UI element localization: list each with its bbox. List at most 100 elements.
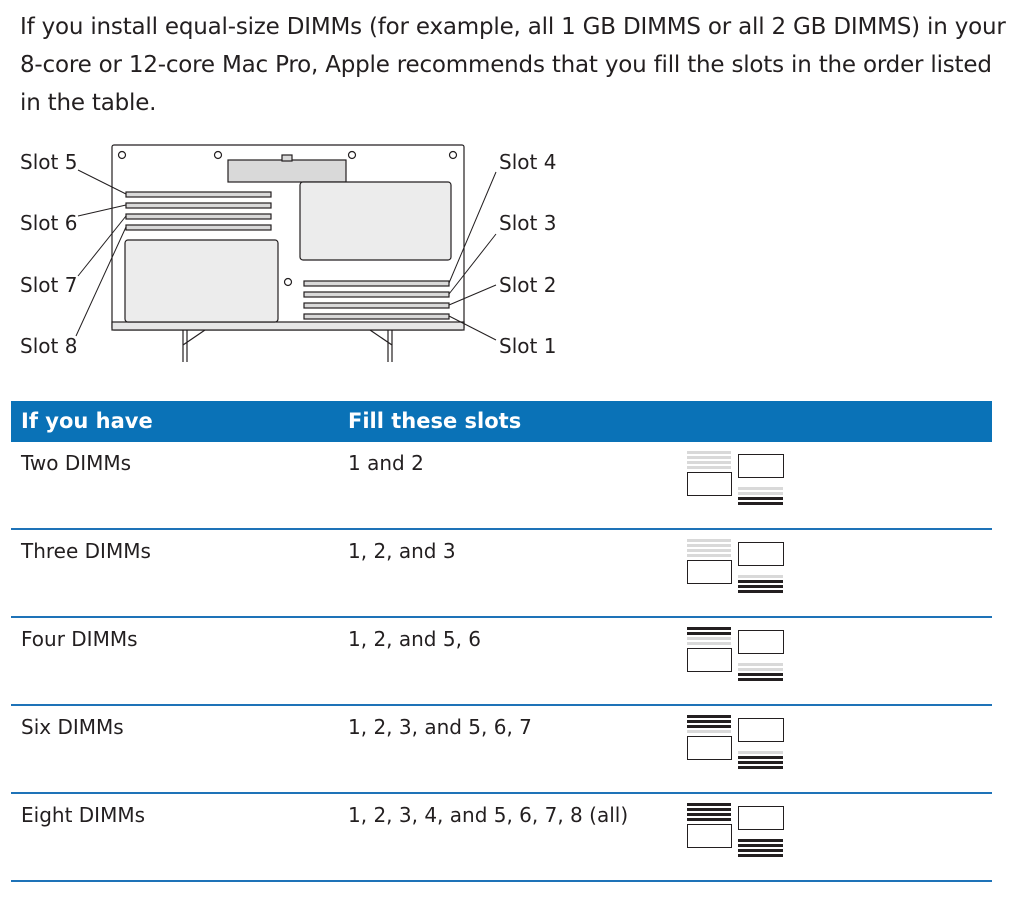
- slot-3-mark: [738, 580, 783, 583]
- slot-3-label: Slot 3: [499, 211, 557, 235]
- processor-block-b: [124, 239, 279, 323]
- slot-3-bar: [303, 291, 450, 298]
- processor-box-left: [687, 560, 732, 584]
- slot-8-mark: [687, 554, 731, 557]
- slot-3-mark: [738, 756, 783, 759]
- processor-box-right: [738, 806, 784, 830]
- slot-fill-icon: [687, 627, 784, 681]
- slot-6-mark: [687, 456, 731, 459]
- slot-1-mark: [738, 678, 783, 681]
- slot-6-mark: [687, 720, 731, 723]
- slot-fill-icon: [687, 539, 784, 593]
- slot-5-label: Slot 5: [20, 150, 78, 174]
- processor-box-left: [687, 736, 732, 760]
- slot-4-bar: [303, 280, 450, 287]
- slot-4-mark: [738, 487, 783, 490]
- slot-8-bar: [125, 224, 272, 231]
- slot-7-label: Slot 7: [20, 273, 78, 297]
- slot-7-mark: [687, 637, 731, 640]
- dimm-count: Eight DIMMs: [21, 803, 145, 827]
- tray-base: [111, 321, 465, 331]
- table-row: Four DIMMs 1, 2, and 5, 6: [11, 618, 992, 706]
- slot-2-mark: [738, 497, 783, 500]
- slot-3-mark: [738, 844, 783, 847]
- slot-8-mark: [687, 466, 731, 469]
- intro-line-1: If you install equal-size DIMMs (for exa…: [20, 14, 1006, 40]
- slot-5-mark: [687, 451, 731, 454]
- fill-slots: 1 and 2: [348, 451, 424, 475]
- slot-6-mark: [687, 808, 731, 811]
- slot-8-mark: [687, 818, 731, 821]
- slot-8-label: Slot 8: [20, 334, 78, 358]
- slot-7-mark: [687, 549, 731, 552]
- slot-fill-icon: [687, 715, 784, 769]
- slot-6-mark: [687, 632, 731, 635]
- intro-line-2: 8-core or 12-core Mac Pro, Apple recomme…: [20, 52, 992, 78]
- connector: [227, 159, 347, 183]
- slot-4-mark: [738, 575, 783, 578]
- processor-box-left: [687, 648, 732, 672]
- slot-6-mark: [687, 544, 731, 547]
- slot-3-mark: [738, 668, 783, 671]
- intro-line-3: in the table.: [20, 90, 157, 116]
- slot-fill-icon: [687, 803, 784, 857]
- slot-2-mark: [738, 849, 783, 852]
- slot-5-bar: [125, 191, 272, 198]
- slot-1-bar: [303, 313, 450, 320]
- slot-2-mark: [738, 585, 783, 588]
- slot-fill-icon: [687, 451, 784, 505]
- fill-slots: 1, 2, and 3: [348, 539, 456, 563]
- slot-4-mark: [738, 751, 783, 754]
- slot-8-mark: [687, 642, 731, 645]
- slot-2-mark: [738, 673, 783, 676]
- slot-1-mark: [738, 854, 783, 857]
- processor-box-right: [738, 454, 784, 478]
- slot-7-mark: [687, 725, 731, 728]
- processor-box-left: [687, 824, 732, 848]
- slot-2-mark: [738, 761, 783, 764]
- slot-5-mark: [687, 715, 731, 718]
- processor-box-right: [738, 542, 784, 566]
- slot-5-mark: [687, 539, 731, 542]
- slot-6-label: Slot 6: [20, 211, 78, 235]
- table-header: If you have Fill these slots: [11, 401, 992, 442]
- tray-foot-left: [182, 329, 206, 362]
- slot-8-mark: [687, 730, 731, 733]
- slot-6-bar: [125, 202, 272, 209]
- slot-2-label: Slot 2: [499, 273, 557, 297]
- processor-box-left: [687, 472, 732, 496]
- table-row: Three DIMMs 1, 2, and 3: [11, 530, 992, 618]
- header-fill-these-slots: Fill these slots: [348, 409, 522, 433]
- slot-1-mark: [738, 502, 783, 505]
- slot-7-mark: [687, 461, 731, 464]
- slot-2-bar: [303, 302, 450, 309]
- dimm-count: Six DIMMs: [21, 715, 124, 739]
- dimm-fill-table: If you have Fill these slots Two DIMMs 1…: [11, 401, 992, 882]
- slot-1-mark: [738, 766, 783, 769]
- slot-4-mark: [738, 663, 783, 666]
- slot-7-bar: [125, 213, 272, 220]
- header-if-you-have: If you have: [21, 409, 153, 433]
- fill-slots: 1, 2, 3, and 5, 6, 7: [348, 715, 532, 739]
- dimm-count: Four DIMMs: [21, 627, 138, 651]
- fill-slots: 1, 2, 3, 4, and 5, 6, 7, 8 (all): [348, 803, 629, 827]
- processor-box-right: [738, 630, 784, 654]
- slot-4-mark: [738, 839, 783, 842]
- slot-5-mark: [687, 803, 731, 806]
- slot-7-mark: [687, 813, 731, 816]
- slot-1-mark: [738, 590, 783, 593]
- slot-5-mark: [687, 627, 731, 630]
- table-row: Two DIMMs 1 and 2: [11, 442, 992, 530]
- tray-foot-right: [369, 329, 393, 362]
- dimm-count: Three DIMMs: [21, 539, 151, 563]
- slot-1-label: Slot 1: [499, 334, 557, 358]
- memory-tray-diagram: [75, 144, 497, 362]
- processor-box-right: [738, 718, 784, 742]
- dimm-count: Two DIMMs: [21, 451, 132, 475]
- intro-paragraph: If you install equal-size DIMMs (for exa…: [20, 8, 1010, 122]
- slot-4-label: Slot 4: [499, 150, 557, 174]
- table-row: Six DIMMs 1, 2, 3, and 5, 6, 7: [11, 706, 992, 794]
- fill-slots: 1, 2, and 5, 6: [348, 627, 482, 651]
- table-row: Eight DIMMs 1, 2, 3, 4, and 5, 6, 7, 8 (…: [11, 794, 992, 882]
- slot-3-mark: [738, 492, 783, 495]
